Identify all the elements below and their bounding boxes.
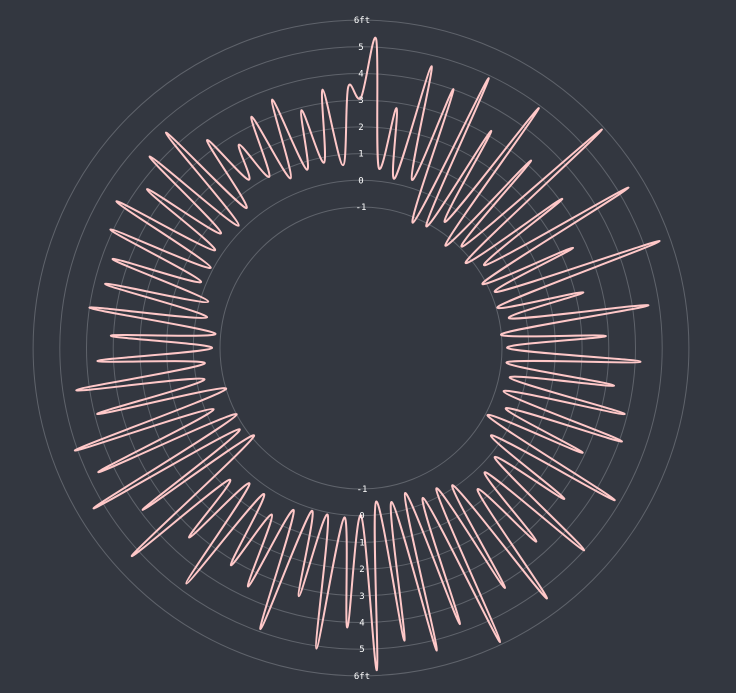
grid-ring [139,126,583,570]
tick-labels: 6ft 5 4 3 2 1 0 -1 -1 0 1 2 3 4 5 6ft [354,16,370,682]
tick-bottom-0: -1 [357,485,368,495]
tick-top-2: 4 [358,70,363,80]
grid-ring [86,73,636,623]
grid-ring [192,179,530,517]
grid-ring [32,19,690,677]
grid-ring [219,206,503,490]
tick-top-1: 5 [358,43,363,53]
tick-top-0: 6ft [354,16,370,26]
tick-top-4: 2 [358,123,363,133]
tick-bottom-6: 5 [359,645,364,655]
tick-top-3: 3 [358,96,363,106]
grid-ring [166,153,556,543]
series-layer [73,36,661,672]
series-line-0 [73,36,661,672]
tick-top-7: -1 [356,203,367,213]
tick-bottom-5: 4 [359,619,364,629]
grid-ring [59,46,663,650]
tick-bottom-4: 3 [359,592,364,602]
grid-ring [112,99,610,597]
tick-bottom-1: 0 [359,512,364,522]
grid-rings [32,19,690,677]
tick-bottom-3: 2 [359,565,364,575]
tick-bottom-7: 6ft [354,672,370,682]
tick-bottom-2: 1 [359,538,364,548]
tick-top-5: 1 [358,150,363,160]
tick-top-6: 0 [358,176,363,186]
